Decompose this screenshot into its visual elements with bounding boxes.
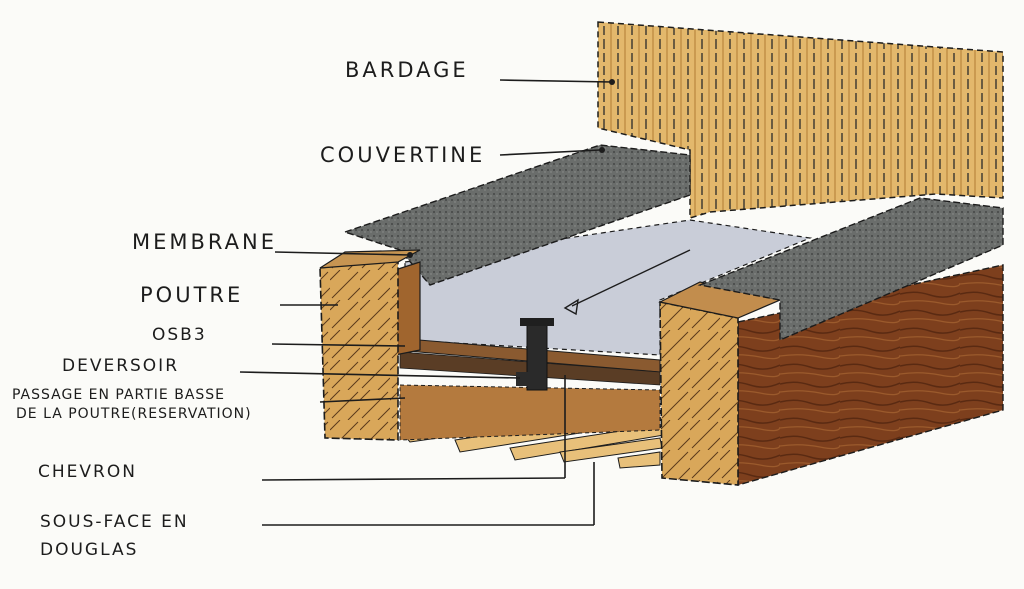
poutre-right-end <box>659 301 739 486</box>
label-deversoir: DEVERSOIR <box>62 356 180 376</box>
label-chevron: CHEVRON <box>38 462 137 482</box>
label-passage-line2: DE LA POUTRE(RESERVATION) <box>16 406 252 422</box>
label-bardage: BARDAGE <box>345 58 469 82</box>
bardage-wall <box>597 21 1004 220</box>
label-membrane: MEMBRANE <box>132 230 277 254</box>
label-couvertine: COUVERTINE <box>320 143 486 167</box>
leader-lines <box>239 79 613 526</box>
label-sous-face-line1: SOUS-FACE EN <box>40 512 189 532</box>
couvertine-right <box>697 197 1004 342</box>
label-poutre: POUTRE <box>140 283 244 307</box>
label-passage-line1: PASSAGE EN PARTIE BASSE <box>12 387 226 403</box>
poutre-left-end <box>319 257 399 441</box>
label-sous-face-line2: DOUGLAS <box>40 540 139 560</box>
label-osb3: OSB3 <box>152 325 207 345</box>
sous-face-douglas <box>399 384 661 441</box>
